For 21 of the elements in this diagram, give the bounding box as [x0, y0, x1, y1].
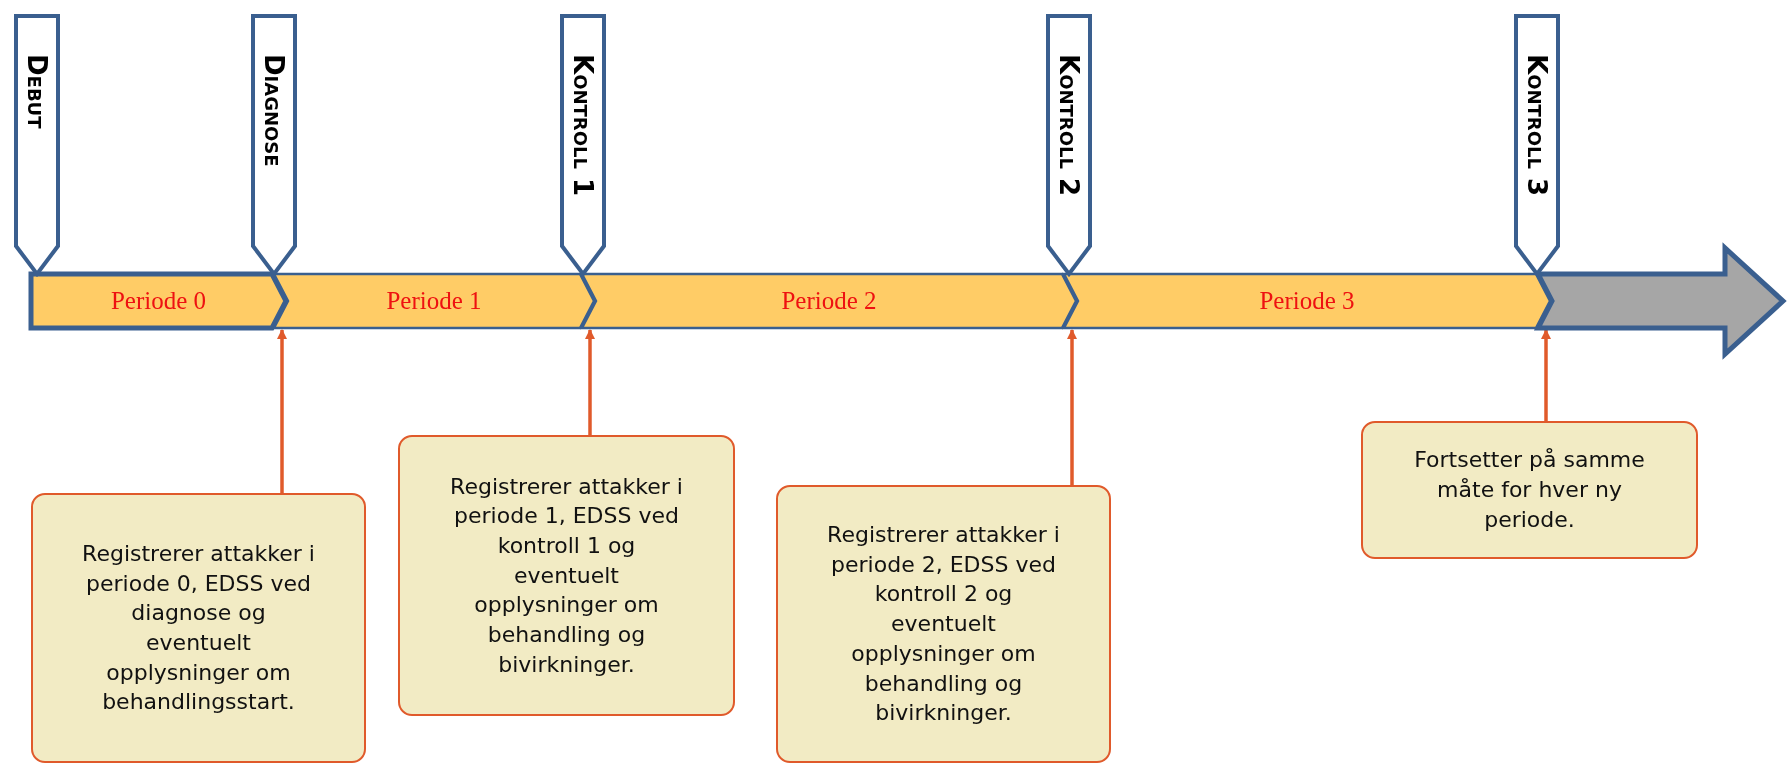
milestone-label: Kontroll 1 — [570, 54, 596, 197]
period-label: Periode 2 — [780, 287, 878, 315]
milestone-label: Diagnose — [261, 54, 287, 167]
milestone-label: Kontroll 3 — [1524, 54, 1550, 197]
callout-box — [31, 493, 366, 763]
period-label: Periode 3 — [1258, 287, 1356, 315]
callout-text: Registrerer attakker i periode 0, EDSS ved diagnose og eventuelt opplysninger om behandlingsstart. — [81, 539, 316, 717]
leader-arrow — [1067, 329, 1077, 485]
period-label: Periode 0 — [109, 287, 208, 315]
callout-text: Registrerer attakker i periode 1, EDSS ved kontroll 1 og eventuelt opplysninger om behandling og bivirkninger. — [449, 472, 684, 679]
period-label: Periode 1 — [385, 287, 483, 315]
milestone-label: Kontroll 2 — [1056, 54, 1082, 197]
leader-arrow — [277, 329, 287, 493]
callout-box — [776, 485, 1111, 763]
callout-box — [1361, 421, 1698, 559]
callout-text: Fortsetter på samme måte for hver ny periode. — [1413, 446, 1646, 534]
leader-arrow — [1541, 329, 1551, 421]
callout-text: Registrerer attakker i periode 2, EDSS ved kontroll 2 og eventuelt opplysninger om behandling og bivirkninger. — [826, 521, 1061, 728]
milestone-label: Debut — [24, 54, 50, 129]
leader-arrow — [585, 329, 595, 435]
callout-box — [398, 435, 735, 716]
